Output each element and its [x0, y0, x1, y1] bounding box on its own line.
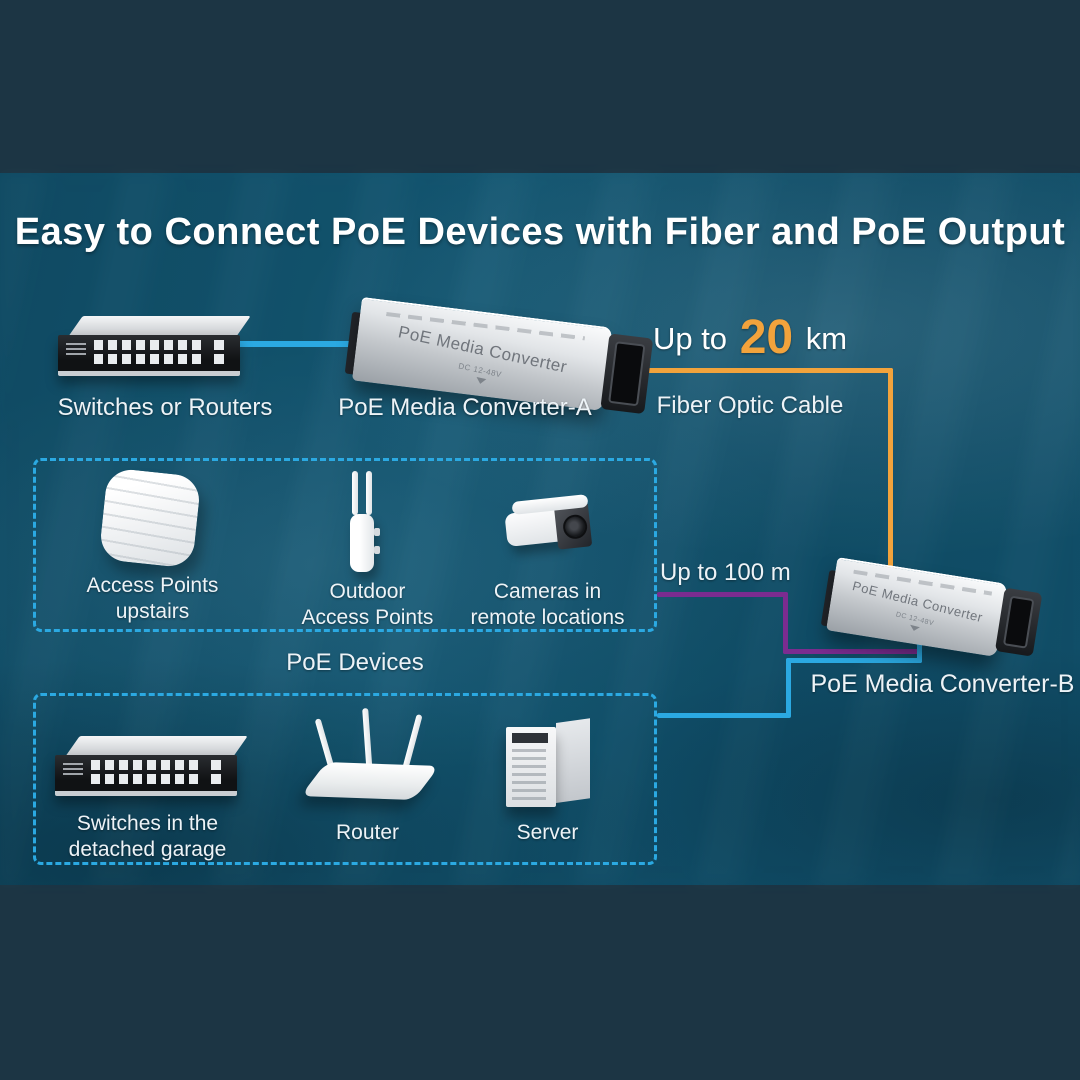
switch-uplink-ports	[214, 340, 224, 365]
fiber-line-vertical	[888, 368, 893, 578]
oap-port-nub1	[374, 528, 380, 536]
access-point-label: Access Points upstairs	[55, 573, 250, 624]
switch-front-panel	[58, 335, 240, 376]
poe-line-seg3	[783, 649, 919, 654]
outdoor-ap-label: Outdoor Access Points	[270, 579, 465, 630]
switch-ports	[94, 340, 208, 365]
poe-line-seg1	[657, 592, 788, 597]
fiber-distance-text: Up to 20 km	[600, 312, 900, 365]
switch-label: Switches or Routers	[57, 394, 273, 421]
router-label: Router	[285, 820, 450, 846]
ceiling-access-point-icon	[98, 467, 202, 569]
converter-arrow-glyph	[908, 624, 920, 633]
garage-switch-label-line1: Switches in the	[76, 812, 219, 835]
switch-top-face	[68, 316, 251, 337]
server-front-face	[506, 727, 556, 807]
switch-uplink-ports	[211, 760, 221, 785]
camera-lens	[561, 513, 589, 540]
server-label-line1: Server	[516, 821, 579, 844]
outdoor-ap-label-line2: Access Points	[301, 605, 434, 629]
converter-arrow-glyph	[475, 377, 487, 385]
ethernet-line-b-seg2	[786, 658, 922, 663]
camera-label-line2: remote locations	[470, 605, 625, 629]
poe-devices-caption: PoE Devices	[286, 649, 424, 676]
switch-logo-mark	[66, 343, 86, 357]
oap-port-nub2	[374, 546, 380, 554]
access-point-label-line1: Access Points	[86, 574, 219, 597]
server-side-face	[556, 718, 590, 803]
fiber-distance-value: 20	[739, 311, 794, 364]
garage-rack-switch-icon	[55, 736, 248, 798]
oap-antenna-left	[352, 471, 358, 515]
switch-top-face	[65, 736, 248, 757]
camera-label: Cameras in remote locations	[450, 579, 645, 630]
fiber-line-horizontal	[648, 368, 893, 373]
rack-switch-icon	[58, 316, 251, 378]
converter-body: PoE Media Converter DC 12-48V	[826, 557, 1008, 658]
camera-label-line1: Cameras in	[493, 580, 602, 603]
server-label: Server	[465, 820, 630, 846]
fiber-distance-unit: km	[805, 321, 848, 356]
ethernet-line-b-seg4	[657, 713, 789, 718]
switch-ports	[91, 760, 205, 785]
garage-switch-label-line2: detached garage	[68, 837, 227, 861]
converter-b-label: PoE Media Converter-B	[810, 670, 1075, 698]
oap-body	[350, 514, 374, 572]
poe-devices-group-box	[33, 458, 657, 632]
page-title: Easy to Connect PoE Devices with Fiber a…	[14, 211, 1066, 253]
ethernet-line-switch-to-converter-a	[236, 341, 356, 347]
outdoor-ap-label-line1: Outdoor	[329, 580, 406, 603]
fiber-distance-prefix: Up to	[652, 321, 728, 356]
converter-a-label: PoE Media Converter-A	[338, 394, 592, 421]
access-point-label-line2: upstairs	[115, 599, 190, 623]
router-label-line1: Router	[335, 821, 400, 844]
copper-distance-text: Up to 100 m	[660, 559, 791, 586]
switch-front-panel	[55, 755, 237, 796]
switch-logo-mark	[63, 763, 83, 777]
poe-line-seg2	[783, 592, 788, 654]
ethernet-line-b-seg3	[786, 658, 791, 718]
oap-antenna-right	[366, 471, 372, 515]
ethernet-line-b-seg1	[917, 630, 922, 663]
garage-switch-label: Switches in the detached garage	[45, 811, 250, 862]
garage-devices-group-box	[33, 693, 657, 865]
fiber-cable-label: Fiber Optic Cable	[656, 392, 844, 419]
